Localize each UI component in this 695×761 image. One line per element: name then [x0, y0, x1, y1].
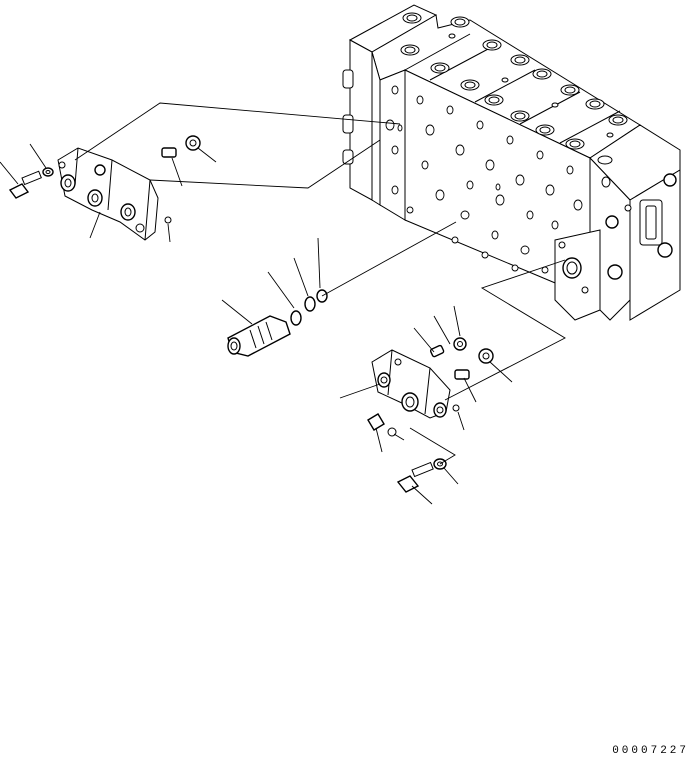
drawing-number: 00007227	[612, 745, 689, 757]
control-valve-body	[342, 4, 681, 321]
lower-cover-assembly	[367, 337, 494, 493]
relief-valve-cartridge	[227, 289, 328, 357]
leader-lines	[0, 102, 566, 505]
left-cover-assembly	[8, 135, 201, 241]
